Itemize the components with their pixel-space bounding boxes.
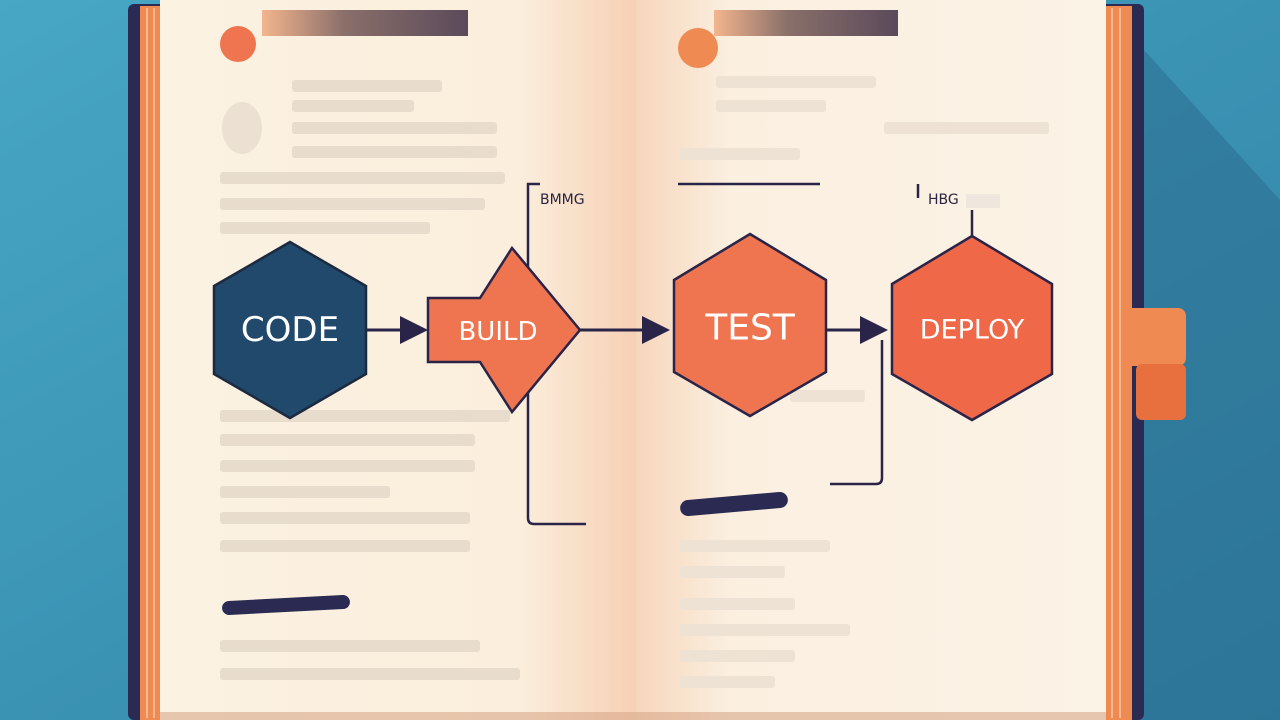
book-shadow xyxy=(1130,40,1280,720)
right-header-bar xyxy=(714,10,898,36)
deploy-label: DEPLOY xyxy=(920,315,1025,346)
left-page-avatar-shape xyxy=(222,102,262,154)
deploy-node: DEPLOY xyxy=(890,234,1054,422)
right-accent-bar xyxy=(680,491,788,517)
flow-arrows xyxy=(364,316,888,344)
bookmark-ribbon xyxy=(1124,308,1186,420)
left-header-dot xyxy=(220,26,256,62)
left-page-text-lines xyxy=(220,80,520,680)
code-label: CODE xyxy=(241,310,339,350)
test-label: TEST xyxy=(704,308,796,349)
left-accent-bar xyxy=(222,595,350,615)
left-header-bar xyxy=(262,10,468,36)
right-header-dot xyxy=(678,28,718,68)
page-edge-lines xyxy=(146,8,1121,718)
test-node: TEST xyxy=(672,232,828,418)
build-label: BUILD xyxy=(458,317,537,347)
right-page-text-lines xyxy=(680,76,1049,688)
build-note: BMMG xyxy=(540,192,585,208)
build-node: BUILD xyxy=(426,245,582,415)
book-bottom-edge xyxy=(160,712,1106,720)
bracket-lines xyxy=(526,182,974,526)
code-node: CODE xyxy=(212,240,368,420)
deploy-note-smudge xyxy=(966,194,1000,208)
deploy-note: HBG xyxy=(928,192,959,208)
left-page-edges xyxy=(140,6,162,720)
